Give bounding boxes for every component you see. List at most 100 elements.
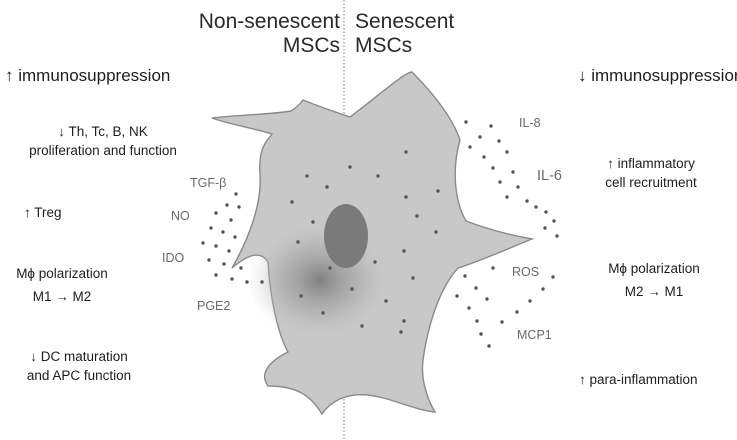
secretion-dot: [482, 155, 486, 159]
secretion-dot: [467, 306, 471, 310]
left-macrophage-line2: M1 → M2: [32, 288, 92, 304]
secretion-dot: [491, 166, 495, 170]
secretion-dot: [209, 226, 213, 230]
factor-tgf-beta: TGF-β: [190, 176, 227, 190]
secretion-dot: [233, 235, 237, 239]
secretion-dot: [497, 139, 501, 143]
secretion-dot: [214, 211, 218, 215]
right-title-line1: Senescent: [355, 10, 455, 33]
intracellular-dots: [290, 150, 440, 334]
left-lymphocyte-line2: proliferation and function: [29, 142, 177, 158]
right-macrophage-line1: Mϕ polarization: [608, 261, 700, 276]
intracellular-dot: [348, 165, 352, 169]
right-macrophage-line2: M2 → M1: [624, 283, 684, 299]
secretion-dot: [245, 280, 249, 284]
intracellular-dot: [434, 230, 438, 234]
left-title: Non-senescent MSCs: [199, 10, 340, 58]
secretion-dot: [500, 320, 504, 324]
intracellular-dot: [296, 240, 300, 244]
secretion-dot: [225, 203, 229, 207]
secretion-dot: [478, 135, 482, 139]
secretion-dot: [229, 218, 233, 222]
secretion-dot: [511, 170, 515, 174]
intracellular-dot: [373, 260, 377, 264]
right-recruitment: ↑ inflammatory cell recruitment: [586, 156, 716, 190]
intracellular-dot: [402, 319, 406, 323]
intracellular-dot: [305, 174, 309, 178]
right-macrophage-polarization: Mϕ polarization M2 → M1: [602, 261, 706, 299]
secretion-dot: [515, 310, 519, 314]
intracellular-dot: [328, 266, 332, 270]
intracellular-dot: [384, 299, 388, 303]
left-lymphocyte-line1: ↓ Th, Tc, B, NK: [58, 124, 148, 139]
secretion-dot: [214, 244, 218, 248]
secretion-dot: [468, 145, 472, 149]
secretion-dot: [505, 150, 509, 154]
right-title-line2: MSCs: [355, 34, 413, 58]
left-dc-effect: ↓ DC maturation and APC function: [14, 349, 144, 383]
left-treg: ↑ Treg: [24, 205, 62, 220]
factor-pge2: PGE2: [197, 299, 231, 313]
intracellular-dot: [311, 220, 315, 224]
right-secretion-dots: [455, 120, 559, 348]
secretion-dot: [485, 297, 489, 301]
left-title-line2: MSCs: [282, 34, 340, 58]
factor-mcp1: MCP1: [517, 328, 552, 342]
secretion-dot: [487, 344, 491, 348]
secretion-dot: [534, 205, 538, 209]
left-title-line1: Non-senescent: [198, 10, 340, 33]
secretion-dot: [230, 277, 234, 281]
secretion-dot: [207, 258, 211, 262]
intracellular-dot: [376, 174, 380, 178]
secretion-dot: [555, 234, 559, 238]
factor-il6: IL-6: [537, 168, 562, 184]
secretion-dot: [201, 241, 205, 245]
left-macrophage-polarization: Mϕ polarization M1 → M2: [10, 266, 114, 304]
factor-ros: ROS: [512, 265, 540, 279]
intracellular-dot: [350, 287, 354, 291]
intracellular-dot: [404, 195, 408, 199]
secretion-dot: [239, 266, 243, 270]
right-immunosuppression: ↓ immunosuppression: [578, 66, 737, 85]
secretion-dot: [214, 273, 218, 277]
secretion-dot: [543, 226, 547, 230]
intracellular-dot: [402, 249, 406, 253]
secretion-dot: [528, 299, 532, 303]
secretion-dot: [474, 286, 478, 290]
secretion-dot: [491, 266, 495, 270]
right-title: Senescent MSCs: [355, 10, 454, 58]
left-macrophage-line1: Mϕ polarization: [16, 266, 108, 281]
left-dc-line2: and APC function: [26, 367, 132, 383]
factor-il8: IL-8: [519, 116, 541, 130]
left-secretion-dots: [201, 192, 264, 284]
factor-ido: IDO: [162, 251, 185, 265]
intracellular-dot: [436, 189, 440, 193]
right-recruitment-line1: ↑ inflammatory: [607, 156, 695, 171]
intracellular-dot: [321, 311, 325, 315]
intracellular-dot: [325, 185, 329, 189]
secretion-dot: [479, 332, 483, 336]
intracellular-dot: [299, 294, 303, 298]
secretion-dot: [475, 319, 479, 323]
secretion-dot: [544, 210, 548, 214]
left-lymphocyte-effect: ↓ Th, Tc, B, NK proliferation and functi…: [0, 124, 206, 158]
nucleus: [324, 204, 368, 268]
secretion-dot: [541, 287, 545, 291]
secretion-dot: [489, 124, 493, 128]
secretion-dot: [463, 274, 467, 278]
secretion-dot: [237, 205, 241, 209]
intracellular-dot: [399, 330, 403, 334]
right-recruitment-line2: cell recruitment: [605, 174, 697, 190]
left-dc-line1: ↓ DC maturation: [30, 349, 128, 364]
secretion-dot: [552, 219, 556, 223]
intracellular-dot: [404, 150, 408, 154]
factor-no: NO: [171, 209, 190, 223]
secretion-dot: [234, 192, 238, 196]
secretion-dot: [464, 120, 468, 124]
intracellular-dot: [415, 214, 419, 218]
secretion-dot: [516, 185, 520, 189]
secretion-dot: [551, 275, 555, 279]
right-parainflammation: ↑ para-inflammation: [579, 372, 698, 387]
